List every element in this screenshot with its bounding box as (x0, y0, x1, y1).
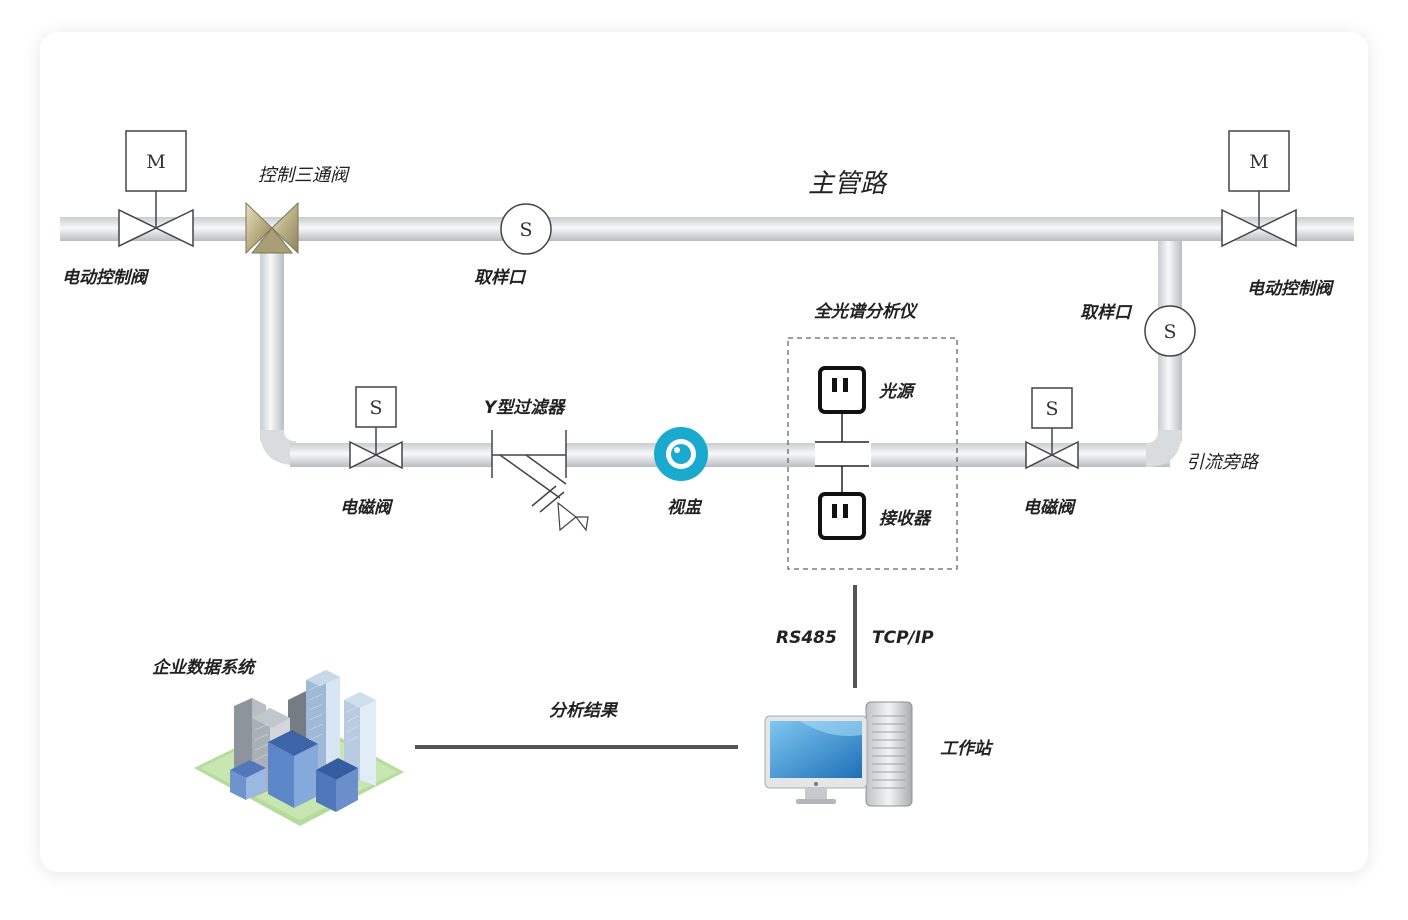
y-filter-label: Y型过滤器 (484, 398, 566, 418)
sampling-port-bypass[interactable]: S (1144, 305, 1196, 357)
analyzer-label: 全光谱分析仪 (814, 302, 919, 322)
receiver-label: 接收器 (879, 509, 932, 529)
electric-valve-right[interactable]: M (1221, 130, 1297, 248)
sampling-port-main[interactable]: S (500, 203, 552, 255)
sight-glass-label: 视盅 (667, 498, 703, 518)
light-source-icon (818, 366, 866, 414)
workstation-label: 工作站 (940, 739, 994, 759)
sampling-port-bypass-label: 取样口 (1080, 303, 1133, 323)
motor-symbol: M (1249, 151, 1268, 173)
electric-valve-left[interactable]: M (118, 130, 194, 248)
solenoid-symbol: S (369, 397, 382, 419)
analysis-result-label: 分析结果 (549, 701, 619, 721)
spectrum-analyzer[interactable]: 光源 接收器 (787, 337, 958, 570)
electric-valve-right-label: 电动控制阀 (1247, 279, 1335, 299)
solenoid-symbol: S (1045, 398, 1058, 420)
tcpip-label: TCP/IP (872, 628, 934, 648)
electric-valve-left-label: 电动控制阀 (62, 268, 150, 288)
sampling-symbol: S (1163, 321, 1176, 343)
buildings-icon[interactable] (194, 670, 404, 826)
main-pipe-label: 主管路 (808, 169, 888, 199)
bypass-pipe (260, 241, 1182, 467)
light-source-label: 光源 (878, 382, 916, 402)
enterprise-system-label: 企业数据系统 (152, 658, 257, 678)
bypass-label: 引流旁路 (1186, 452, 1260, 473)
workstation-icon[interactable] (764, 701, 913, 807)
sampling-port-main-label: 取样口 (474, 268, 527, 288)
three-way-valve-label: 控制三通阀 (258, 165, 350, 186)
motor-symbol: M (146, 151, 165, 173)
receiver-icon (818, 492, 866, 540)
sampling-symbol: S (519, 219, 532, 241)
y-filter[interactable] (491, 430, 589, 532)
solenoid-valve-left[interactable]: S (349, 386, 403, 470)
three-way-valve[interactable] (245, 201, 299, 255)
solenoid-valve-right-label: 电磁阀 (1023, 498, 1077, 518)
rs485-label: RS485 (776, 628, 837, 648)
solenoid-valve-left-label: 电磁阀 (340, 498, 394, 518)
sight-glass[interactable] (654, 427, 708, 481)
solenoid-valve-right[interactable]: S (1025, 387, 1079, 470)
